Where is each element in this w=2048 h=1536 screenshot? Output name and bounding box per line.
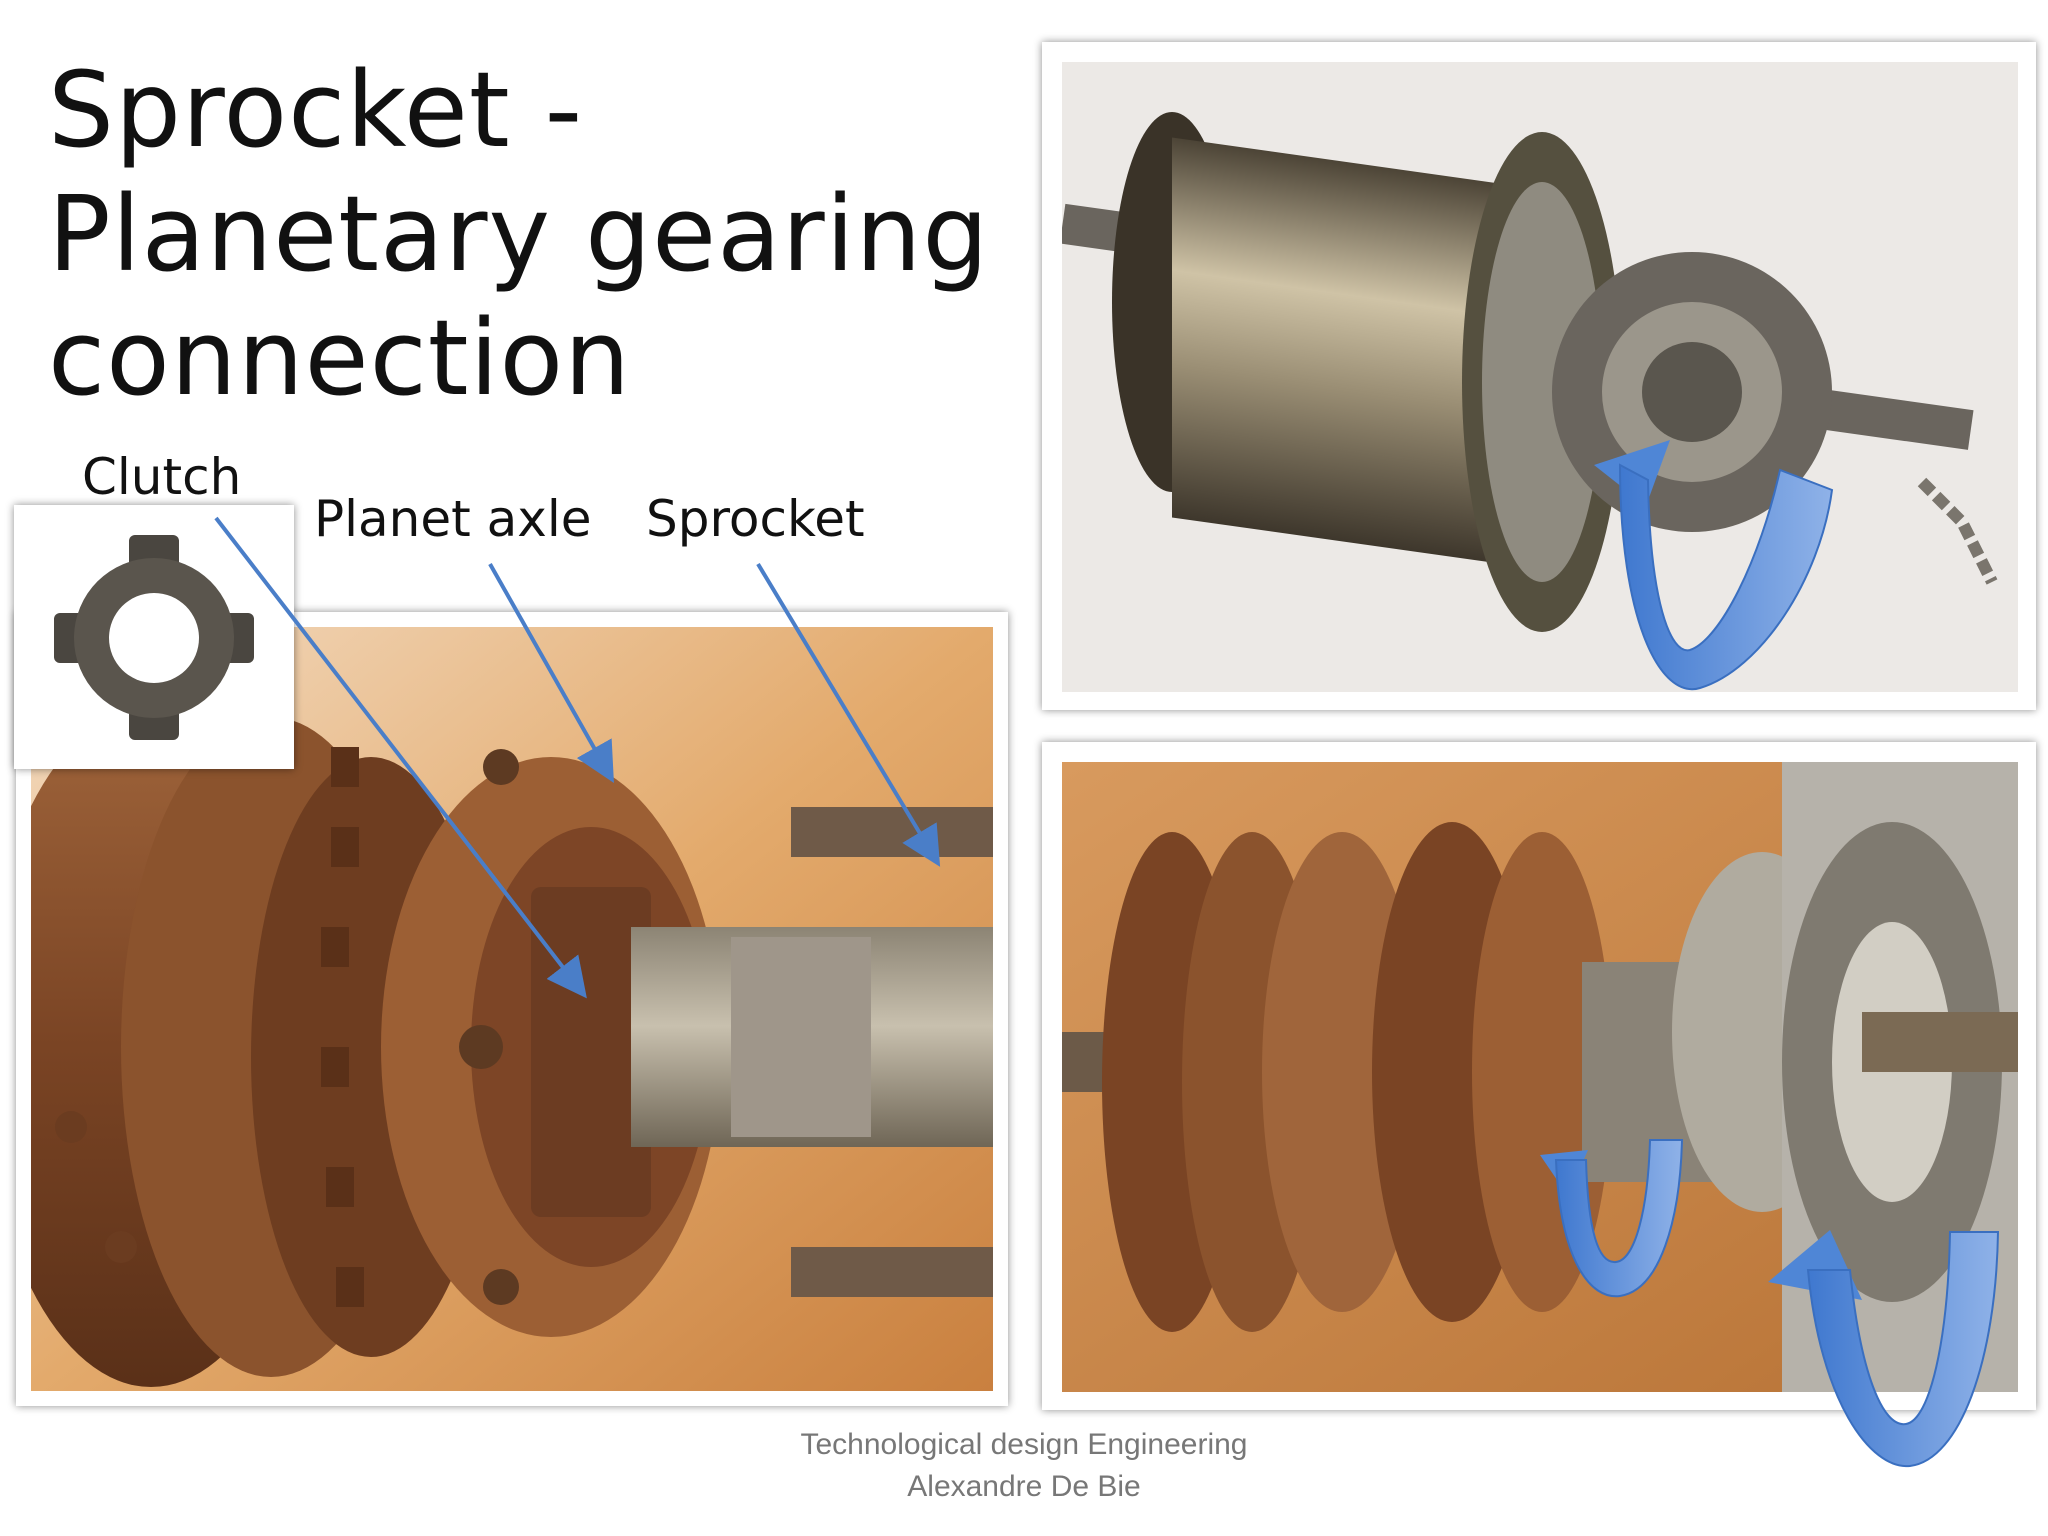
clutch-inset-photo [14,505,294,769]
planet-axle-label: Planet axle [314,490,592,548]
clutch-label: Clutch [82,448,242,506]
slide-title: Sprocket - Planetary gearing connection [48,48,1008,420]
footer-line-2: Alexandre De Bie [907,1470,1141,1503]
title-line-2: Planetary gearing [48,173,990,295]
hub-interior-photo [1042,742,2036,1410]
sprocket-label: Sprocket [646,490,865,548]
hub-exterior-photo [1042,42,2036,710]
title-line-3: connection [48,297,632,419]
title-line-1: Sprocket - [48,49,584,171]
footer-line-1: Technological design Engineering [800,1428,1248,1461]
